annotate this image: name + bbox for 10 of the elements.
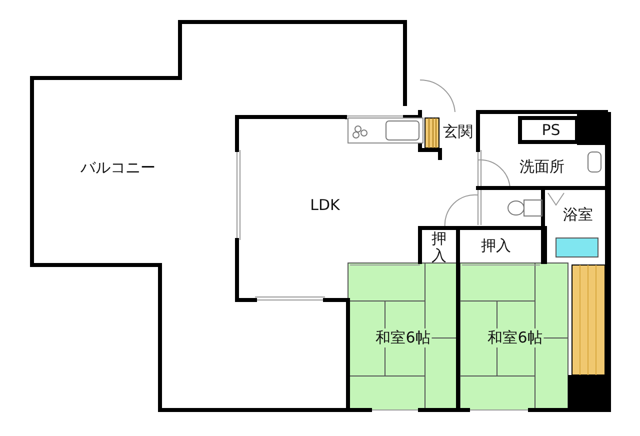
room-name: 玄関: [443, 122, 473, 142]
room-name: 押入: [481, 236, 511, 256]
room-name: 和室6帖: [486, 328, 544, 348]
room-name: バルコニー: [80, 158, 156, 178]
room-name: 押入: [432, 230, 446, 264]
room-name: LDK: [310, 196, 340, 214]
room-name: PS: [542, 121, 560, 139]
room-name: 洗面所: [520, 158, 564, 176]
room-name: 和室6帖: [374, 328, 432, 348]
room-name: 浴室: [563, 206, 593, 224]
